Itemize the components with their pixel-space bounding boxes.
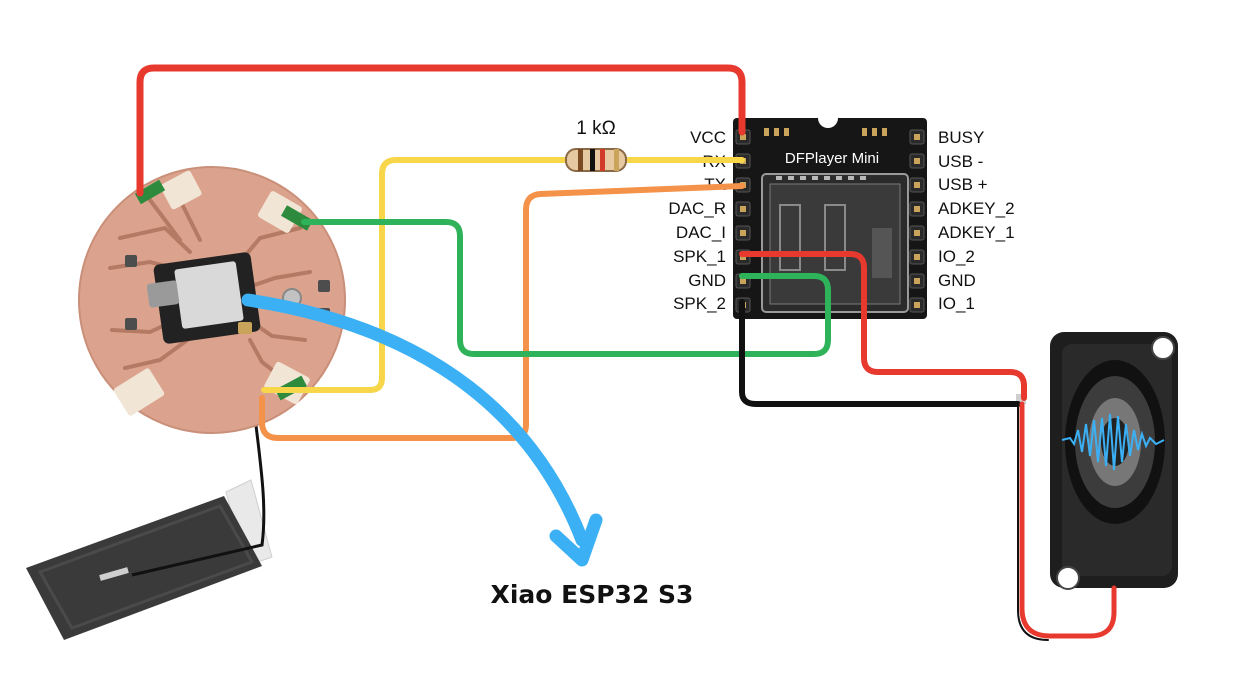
dfplayer-title: DFPlayer Mini: [785, 150, 879, 167]
right-header-pin-contact: [914, 182, 920, 188]
right-header-pin-contact: [914, 254, 920, 260]
sd-card-slot: [761, 173, 909, 313]
right-header-pin-contact: [914, 134, 920, 140]
board-caption: Xiao ESP32 S3: [491, 580, 694, 609]
resistor-label: 1 kΩ: [576, 118, 616, 139]
pin-label-adkey-2: ADKEY_2: [938, 199, 1015, 218]
pin-label-dac-i: DAC_I: [676, 223, 726, 242]
pin-label-gnd: GND: [688, 271, 726, 290]
right-header-pin-contact: [914, 302, 920, 308]
wire-spk-1: [739, 251, 1027, 401]
wire-vcc: [136, 64, 746, 197]
speaker: [1016, 332, 1178, 590]
xiao-pcb: [78, 166, 346, 434]
right-header-pin-contact: [914, 158, 920, 164]
resistor: 1 kΩ: [565, 118, 627, 172]
pin-label-gnd-r: GND: [938, 271, 976, 290]
pin-label-busy: BUSY: [938, 128, 984, 147]
wire-gnd: [301, 219, 831, 357]
pin-label-usb-neg: USB -: [938, 152, 983, 171]
right-header-pin-contact: [914, 278, 920, 284]
right-header-pin-contact: [914, 230, 920, 236]
left-header-pin-contact: [740, 206, 746, 212]
right-header-pin-contact: [914, 206, 920, 212]
pointer-arrow: [241, 293, 603, 567]
dfplayer-left-labels: VCC RX TX DAC_R DAC_I SPK_1 GND SPK_2: [668, 128, 726, 313]
pin-label-spk-1: SPK_1: [673, 247, 726, 266]
pin-label-vcc: VCC: [690, 128, 726, 147]
sound-wave-icon: [1061, 413, 1165, 471]
pin-label-io-2: IO_2: [938, 247, 975, 266]
pin-label-spk-2: SPK_2: [673, 294, 726, 313]
dfplayer-right-labels: BUSY USB - USB + ADKEY_2 ADKEY_1 IO_2 GN…: [938, 128, 1015, 313]
left-header-pin-contact: [740, 134, 746, 140]
speaker-lead: [1019, 401, 1117, 639]
wires: [136, 64, 1117, 641]
pin-label-usb-pos: USB +: [938, 175, 988, 194]
wire-rx: [261, 157, 745, 393]
pin-label-dac-r: DAC_R: [668, 199, 726, 218]
left-header-pin-contact: [740, 278, 746, 284]
arrow-head-icon: [549, 513, 603, 567]
pin-label-io-1: IO_1: [938, 294, 975, 313]
left-header-pin-contact: [740, 230, 746, 236]
wire-spk-2: [739, 299, 1021, 407]
pin-label-adkey-1: ADKEY_1: [938, 223, 1015, 242]
